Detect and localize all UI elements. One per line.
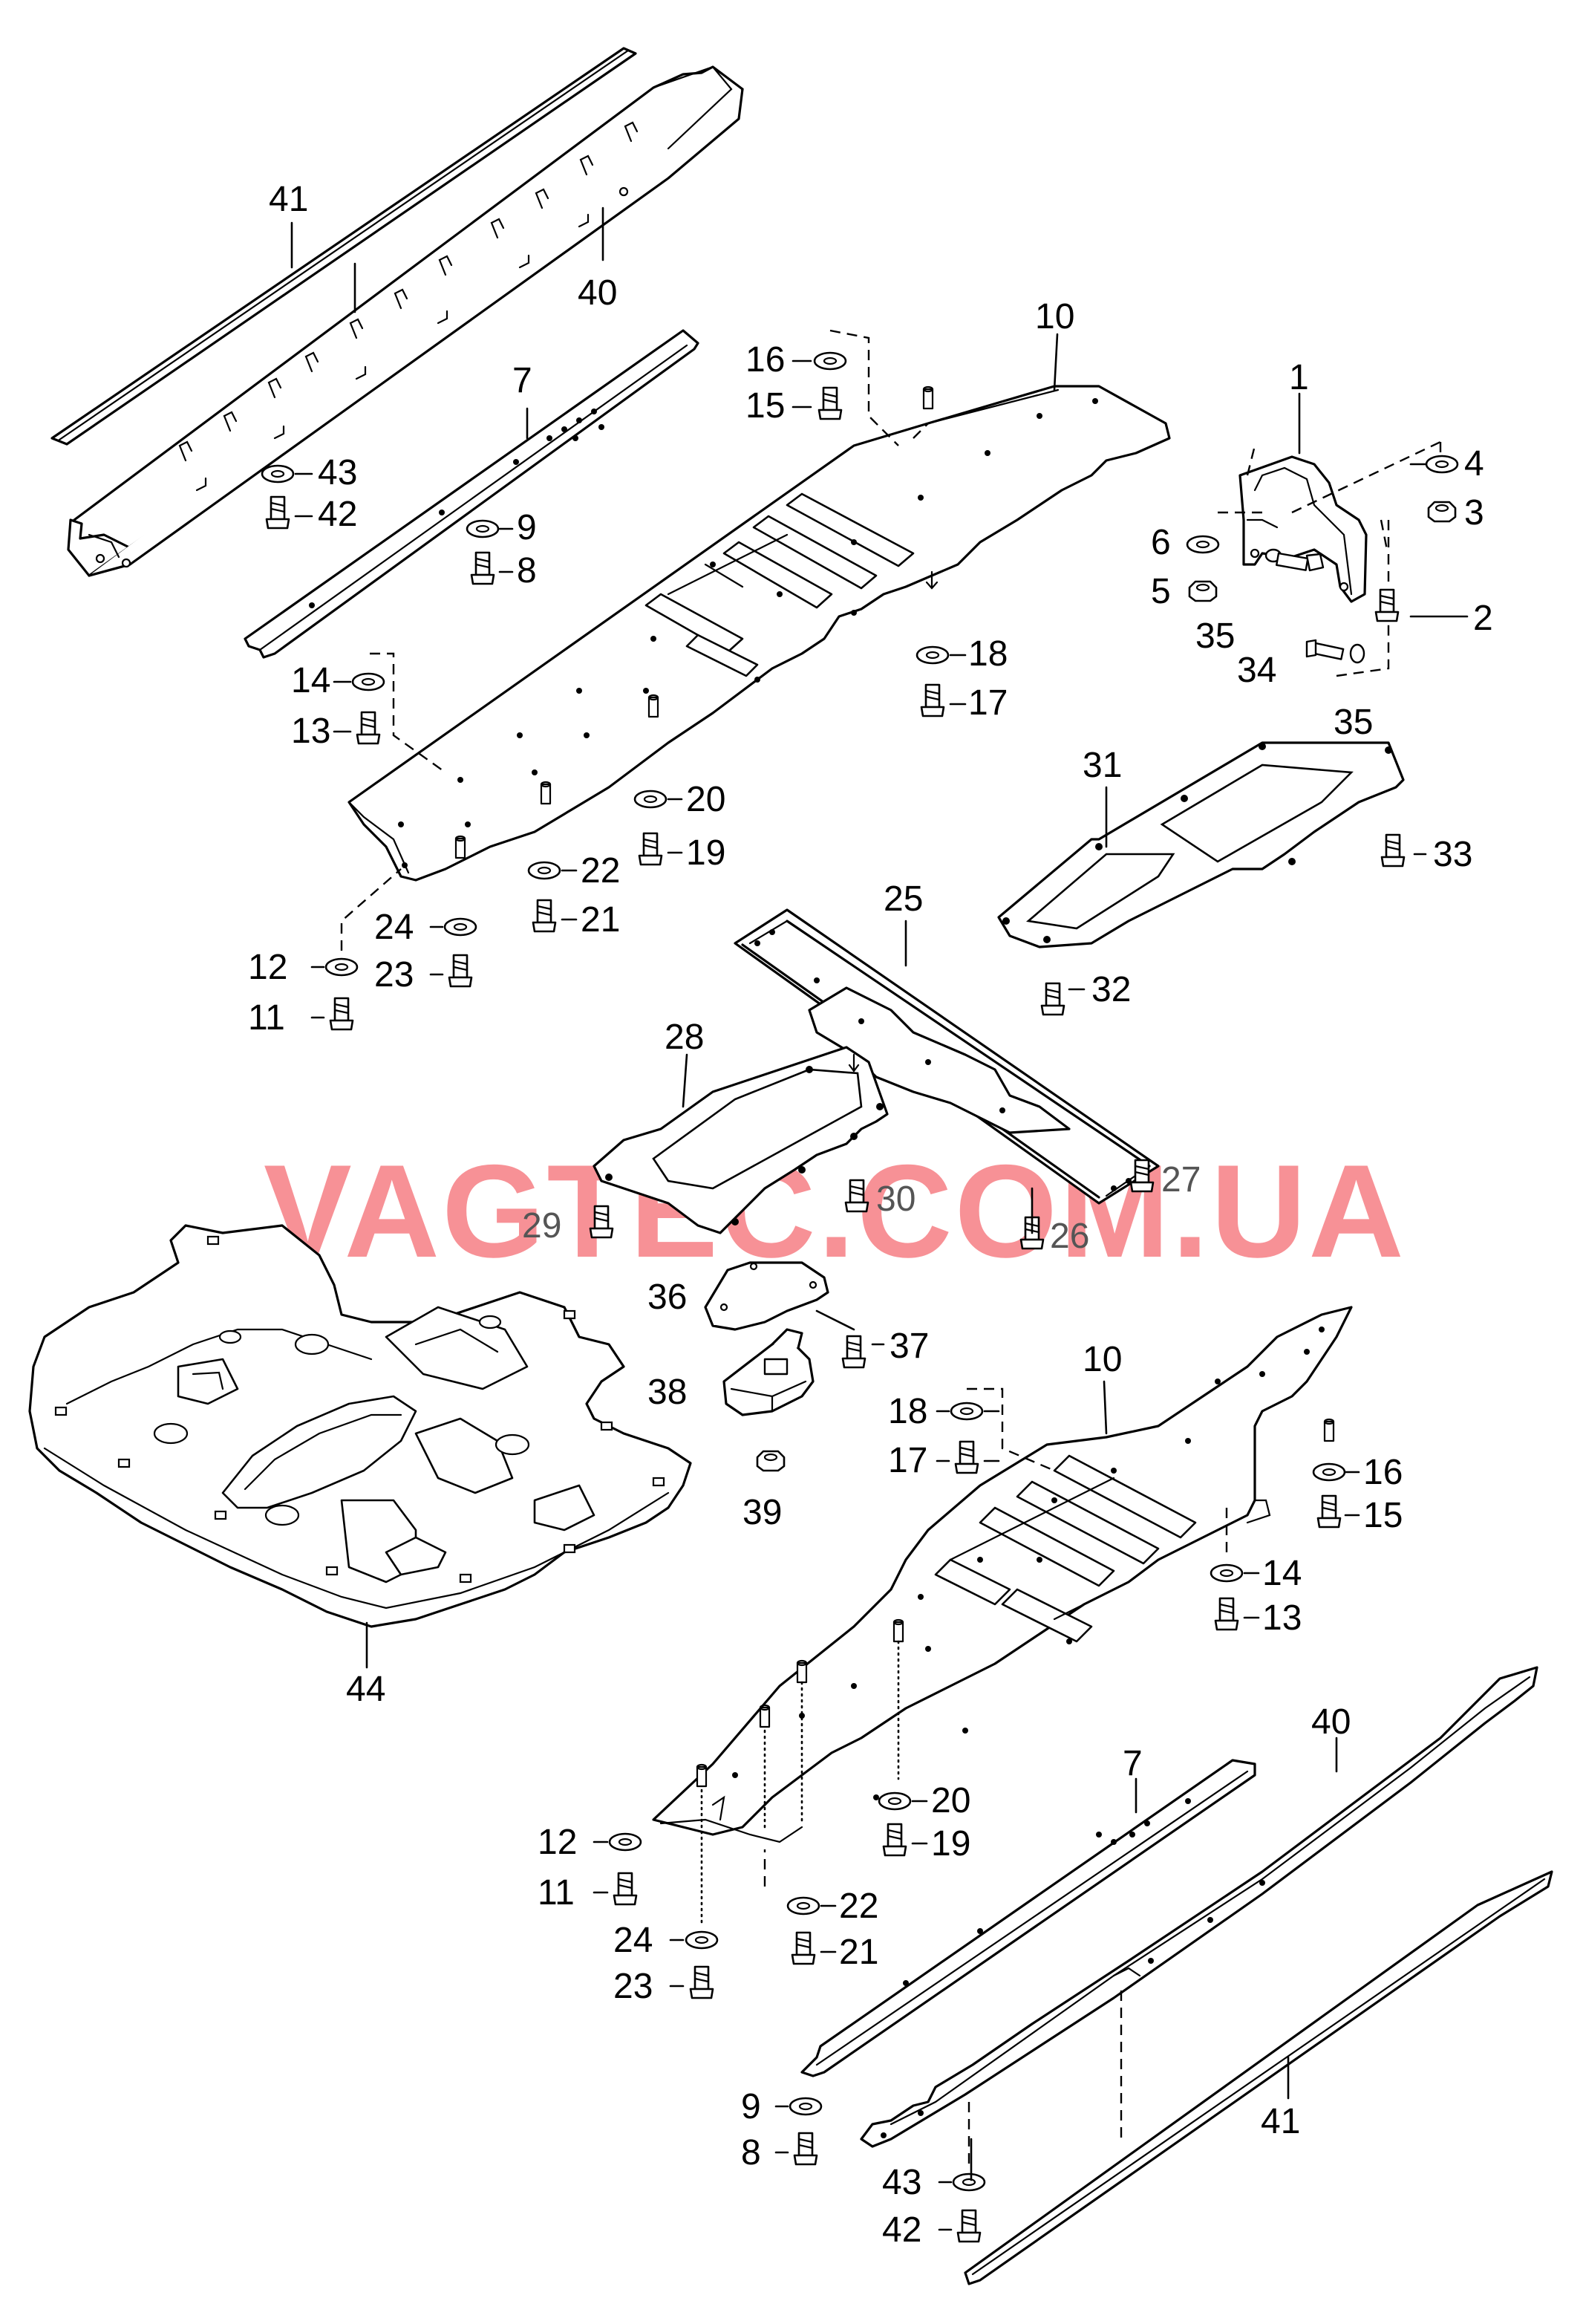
- callout-36: 36: [647, 1277, 687, 1317]
- part-36-small-cover: [704, 1261, 829, 1331]
- callout-7-lower: 7: [1123, 1744, 1143, 1783]
- callout-6: 6: [1151, 523, 1171, 562]
- leader-lines: [290, 206, 1469, 2231]
- part-40-lower-sill-panel: [860, 1666, 1538, 2148]
- callout-12-lower: 12: [538, 1823, 577, 1862]
- callout-4: 4: [1464, 444, 1484, 484]
- callout-14-lower: 14: [1262, 1554, 1302, 1593]
- callout-21: 21: [581, 900, 620, 940]
- callout-43-lower: 43: [882, 2163, 921, 2202]
- callout-15-lower: 15: [1363, 1496, 1403, 1535]
- callout-5: 5: [1151, 572, 1171, 611]
- callout-42: 42: [318, 495, 357, 534]
- callout-17: 17: [968, 683, 1008, 723]
- callout-7: 7: [512, 361, 532, 400]
- callout-22-lower: 22: [839, 1887, 878, 1926]
- callout-3: 3: [1464, 493, 1484, 533]
- callout-42-lower: 42: [882, 2210, 921, 2250]
- part-38-module: [722, 1328, 815, 1416]
- callout-32: 32: [1091, 970, 1131, 1009]
- callout-19: 19: [686, 833, 725, 873]
- assembly-lines: [340, 329, 1228, 2165]
- callout-18: 18: [968, 634, 1008, 674]
- callout-13: 13: [291, 712, 330, 751]
- callout-23-lower: 23: [613, 1967, 653, 2006]
- callout-29: 29: [522, 1206, 561, 1246]
- callout-13-lower: 13: [1262, 1598, 1302, 1638]
- part-41-lower-sill-trim: [964, 1870, 1553, 2285]
- callout-37: 37: [890, 1327, 929, 1366]
- part-7-upper-rail: [244, 329, 699, 659]
- part-10-lower-underbody-panel: [652, 1306, 1353, 1843]
- callout-24: 24: [374, 908, 414, 947]
- callout-8-lower: 8: [741, 2133, 761, 2172]
- callout-26: 26: [1050, 1217, 1089, 1256]
- callout-2: 2: [1473, 599, 1493, 638]
- callout-9-lower: 9: [741, 2087, 761, 2126]
- callout-31: 31: [1083, 746, 1122, 785]
- callout-20-lower: 20: [931, 1781, 970, 1820]
- callout-38: 38: [647, 1373, 687, 1412]
- callout-33: 33: [1433, 835, 1472, 874]
- part-1-bracket: [1238, 455, 1368, 603]
- callout-23: 23: [374, 955, 414, 995]
- callout-25: 25: [884, 879, 923, 919]
- part-40-upper-sill-panel: [67, 65, 744, 577]
- callout-10-lower: 10: [1083, 1340, 1122, 1379]
- callout-12: 12: [248, 948, 287, 987]
- callout-35-lower: 35: [1334, 703, 1373, 742]
- callout-28: 28: [665, 1018, 704, 1057]
- callout-24-lower: 24: [613, 1921, 653, 1960]
- part-44-engine-undertray: [28, 1224, 692, 1628]
- part-41-upper-sill-trim: [50, 47, 637, 446]
- callout-11: 11: [248, 998, 285, 1038]
- callout-10: 10: [1035, 297, 1074, 336]
- part-7-lower-rail: [800, 1759, 1256, 2077]
- callout-41-lower: 41: [1261, 2102, 1300, 2141]
- callout-21-lower: 21: [839, 1933, 878, 1972]
- callout-44: 44: [346, 1670, 385, 1709]
- callout-labels: 41 40 7 43 42 9 8 10 16 15 18 17 14 13 2…: [248, 180, 1493, 2250]
- part-31-cover-plate: [997, 741, 1405, 948]
- callout-22: 22: [581, 851, 620, 891]
- watermark-text: VAGTEC.COM.UA: [264, 1137, 1406, 1285]
- callout-16-lower: 16: [1363, 1453, 1403, 1492]
- callout-27: 27: [1161, 1160, 1201, 1200]
- callout-11-lower: 11: [538, 1873, 575, 1913]
- callout-40-lower: 40: [1311, 1702, 1351, 1742]
- callout-17-lower: 17: [888, 1441, 927, 1480]
- callout-43: 43: [318, 453, 357, 492]
- callout-18-lower: 18: [888, 1392, 927, 1431]
- callout-1: 1: [1289, 358, 1309, 397]
- callout-39: 39: [742, 1493, 782, 1532]
- part-28-cover-plate: [593, 1046, 889, 1234]
- callout-16: 16: [745, 340, 785, 380]
- part-10-upper-underbody-panel: [347, 385, 1171, 882]
- callout-19-lower: 19: [931, 1824, 970, 1864]
- callout-15: 15: [745, 386, 785, 426]
- callout-20: 20: [686, 780, 725, 819]
- callout-41: 41: [269, 180, 308, 219]
- fasteners: [261, 351, 1459, 2243]
- callout-14: 14: [291, 661, 330, 700]
- callout-40: 40: [578, 273, 617, 313]
- callout-9: 9: [517, 508, 537, 547]
- callout-35-upper: 35: [1195, 616, 1235, 656]
- callout-34: 34: [1237, 651, 1276, 690]
- callout-8: 8: [517, 551, 537, 590]
- callout-30: 30: [876, 1179, 915, 1219]
